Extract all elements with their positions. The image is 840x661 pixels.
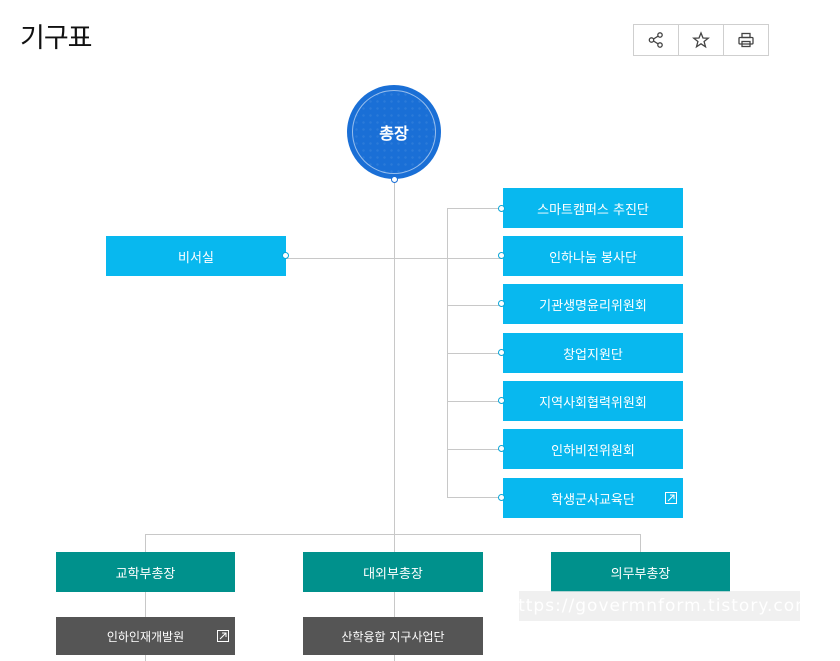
connector-dot [498,205,505,212]
unit-label: 기관생명윤리위원회 [539,298,647,314]
vp-label: 대외부총장 [363,566,423,582]
connector-dot [498,300,505,307]
external-link-icon [217,630,229,642]
unit-label: 지역사회협력위원회 [539,395,647,411]
unit-startup-support[interactable]: 창업지원단 [503,333,683,373]
vp-external[interactable]: 대외부총장 [303,552,483,592]
page-title: 기구표 [20,23,93,54]
unit-label: 인하비전위원회 [551,443,635,459]
unit-label: 인하나눔 봉사단 [549,250,637,266]
star-icon [692,31,710,49]
president-node[interactable]: 총장 [347,85,441,179]
unit-label: 학생군사교육단 [551,492,635,508]
share-button[interactable] [634,25,679,55]
unit-inha-vision[interactable]: 인하비전위원회 [503,429,683,469]
unit-label: 스마트캠퍼스 추진단 [537,202,649,218]
secretary-office[interactable]: 비서실 [106,236,286,276]
favorite-button[interactable] [679,25,724,55]
connector-dot [498,349,505,356]
connector-dot [498,494,505,501]
unit-label: 창업지원단 [563,347,623,363]
vp-label: 교학부총장 [115,566,176,582]
print-icon [738,32,754,48]
connector-dot [498,397,505,404]
vp-label: 의무부총장 [610,566,671,582]
vp-medical[interactable]: 의무부총장 [551,552,730,592]
print-button[interactable] [724,25,768,55]
unit-label: 인하인재개발원 [106,629,185,644]
connector-dot [282,252,289,259]
share-icon [648,32,663,48]
unit-talent-development[interactable]: 인하인재개발원 [56,617,235,655]
unit-rotc[interactable]: 학생군사교육단 [503,478,683,518]
unit-industry-convergence[interactable]: 산학융합 지구사업단 [303,617,483,655]
external-link-icon [665,492,677,504]
president-label: 총장 [352,90,436,174]
unit-smart-campus[interactable]: 스마트캠퍼스 추진단 [503,188,683,228]
secretary-label: 비서실 [178,250,214,266]
unit-label: 산학융합 지구사업단 [341,629,445,644]
toolbar [633,24,769,56]
watermark: https://govermnform.tistory.com [506,591,812,621]
connector-dot [498,252,505,259]
unit-bioethics[interactable]: 기관생명윤리위원회 [503,284,683,324]
connector-dot [391,176,398,183]
vp-academic[interactable]: 교학부총장 [56,552,235,592]
connector-dot [498,445,505,452]
unit-inha-volunteer[interactable]: 인하나눔 봉사단 [503,236,683,276]
unit-community[interactable]: 지역사회협력위원회 [503,381,683,421]
